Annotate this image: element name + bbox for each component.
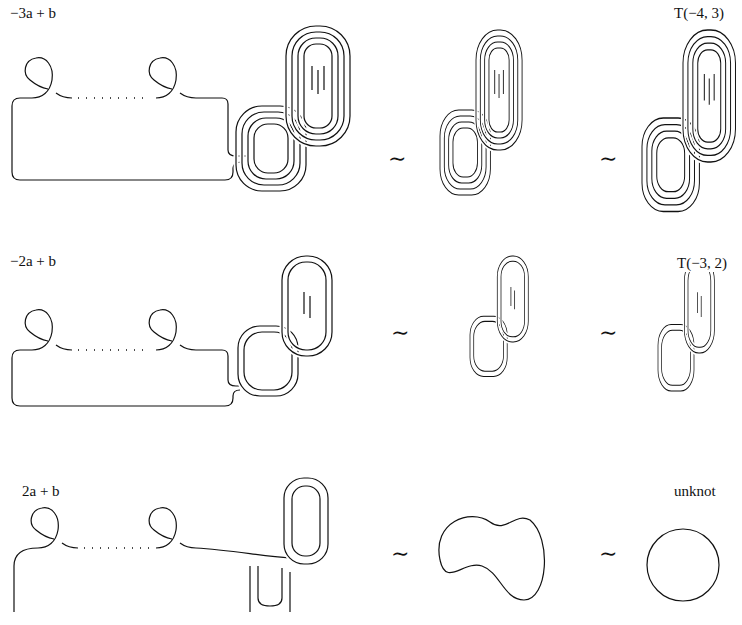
row-one-drawing — [12, 26, 735, 212]
knot-stroke — [258, 566, 282, 606]
knot-stroke — [238, 256, 332, 396]
knot-stroke — [236, 26, 350, 191]
equivalence-sign: ∼ — [597, 146, 619, 172]
knot-stroke — [647, 529, 719, 601]
knot-stroke — [25, 310, 72, 350]
knot-stroke — [470, 256, 528, 376]
knot-stroke — [196, 548, 290, 558]
knot-stroke — [439, 517, 545, 600]
formula-label: −2a + b — [8, 252, 58, 270]
formula-label: 2a + b — [20, 482, 62, 500]
knot-stroke — [14, 548, 38, 612]
formula-label: −3a + b — [8, 4, 58, 22]
equivalence-sign: ∼ — [597, 541, 619, 567]
knot-stroke — [31, 508, 78, 548]
knot-stroke — [78, 349, 150, 351]
knot-stroke — [642, 30, 735, 212]
equivalence-sign: ∼ — [389, 320, 411, 346]
knot-stroke — [25, 58, 72, 98]
row-two-drawing — [12, 256, 714, 406]
knot-stroke — [284, 478, 328, 564]
knot-stroke — [149, 310, 196, 350]
knot-stroke — [149, 508, 196, 548]
knot-stroke — [84, 547, 150, 549]
knot-stroke — [250, 566, 290, 612]
equivalence-sign: ∼ — [386, 146, 408, 172]
equivalence-sign: ∼ — [597, 320, 619, 346]
knot-stroke — [292, 486, 320, 556]
knot-stroke — [149, 58, 196, 98]
equivalence-sign: ∼ — [389, 541, 411, 567]
knot-name: unknot — [672, 482, 718, 500]
knot-stroke — [440, 30, 522, 195]
row-three-drawing — [14, 478, 719, 612]
knot-stroke — [12, 350, 240, 406]
knot-stroke — [78, 97, 150, 99]
knot-name: T(−4, 3) — [672, 4, 726, 22]
knot-stroke — [12, 98, 242, 180]
knot-stroke — [284, 478, 328, 564]
knot-name: T(−3, 2) — [675, 254, 729, 272]
knot-stroke — [196, 350, 242, 386]
knot-stroke — [658, 258, 714, 391]
